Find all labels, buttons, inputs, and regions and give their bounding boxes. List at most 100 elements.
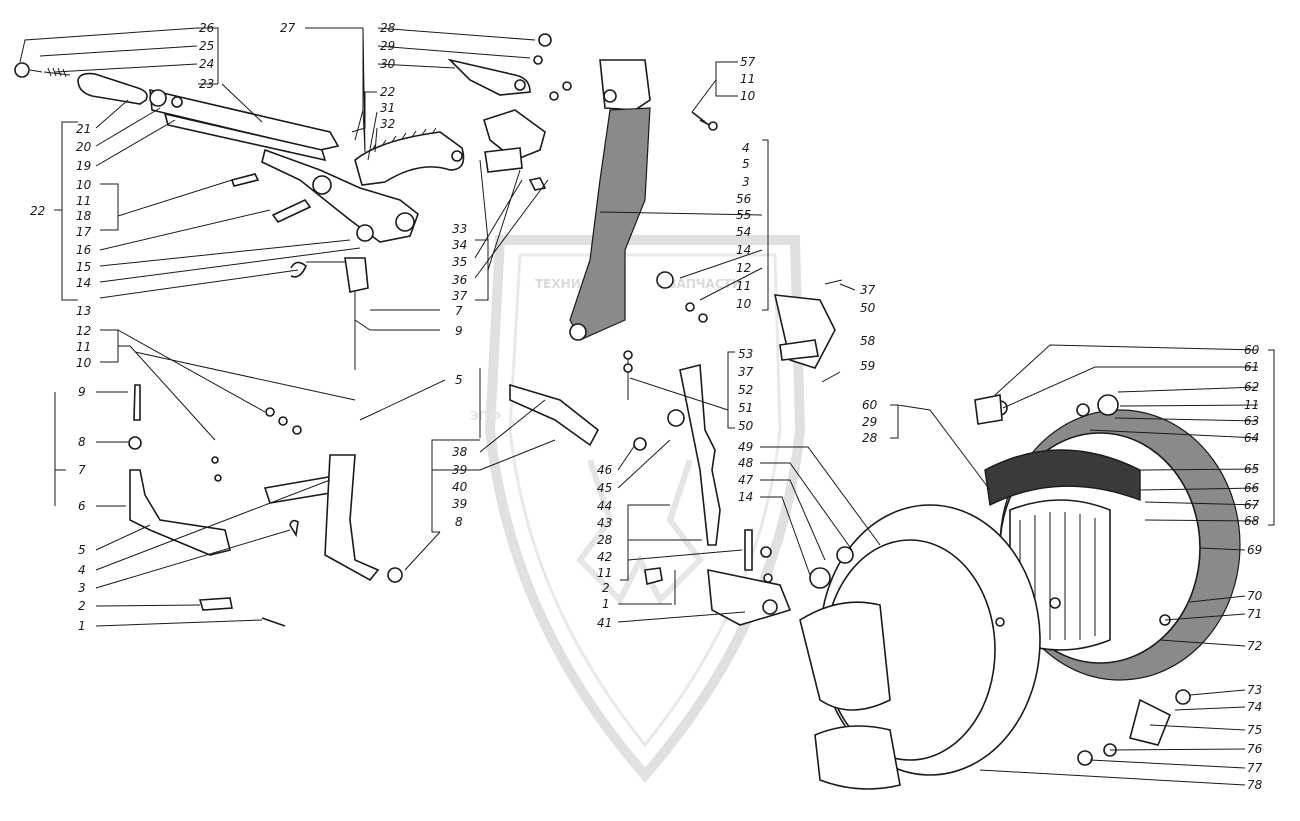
lever-linkage	[128, 383, 600, 627]
callout-59: 59	[860, 359, 875, 373]
callout-18: 18	[76, 209, 92, 223]
callout-39: 39	[452, 463, 467, 477]
callout-78: 78	[1247, 778, 1263, 792]
callout-11: 11	[597, 566, 612, 580]
callout-30: 30	[380, 57, 396, 71]
callout-15: 15	[76, 260, 91, 274]
callout-58: 58	[860, 334, 876, 348]
callout-labels: 26 25 24 23 27 28 29 30 22 31 32 21 20 1…	[30, 21, 1263, 792]
rod-bracket-assembly	[623, 350, 792, 626]
callout-10: 10	[76, 178, 92, 192]
callout-2: 2	[78, 599, 86, 613]
callout-1: 1	[602, 597, 610, 611]
callout-66: 66	[1244, 481, 1260, 495]
callout-73: 73	[1247, 683, 1262, 697]
callout-11: 11	[76, 194, 91, 208]
callout-14: 14	[738, 490, 753, 504]
callout-26: 26	[199, 21, 215, 35]
callout-60: 60	[862, 398, 878, 412]
callout-49: 49	[738, 440, 753, 454]
callout-9: 9	[455, 324, 463, 338]
callout-29: 29	[380, 39, 395, 53]
callout-64: 64	[1244, 431, 1259, 445]
callout-61: 61	[1244, 360, 1259, 374]
callout-56: 56	[736, 192, 752, 206]
callout-62: 62	[1244, 380, 1259, 394]
callout-46: 46	[597, 463, 613, 477]
callout-50: 50	[738, 419, 754, 433]
callout-76: 76	[1247, 742, 1263, 756]
callout-37: 37	[738, 365, 754, 379]
callout-77: 77	[1247, 761, 1263, 775]
callout-21: 21	[76, 122, 91, 136]
callout-3: 3	[78, 581, 86, 595]
callout-29: 29	[862, 415, 877, 429]
hand-brake-lever-assembly	[14, 33, 572, 370]
callout-44: 44	[597, 499, 612, 513]
callout-43: 43	[597, 516, 612, 530]
callout-71: 71	[1247, 607, 1262, 621]
callout-9: 9	[78, 385, 86, 399]
callout-67: 67	[1244, 498, 1260, 512]
callout-5: 5	[455, 373, 463, 387]
callout-65: 65	[1244, 462, 1259, 476]
callout-14: 14	[736, 243, 751, 257]
callout-45: 45	[597, 481, 612, 495]
callout-7: 7	[455, 304, 463, 318]
callout-19: 19	[76, 159, 91, 173]
callout-5: 5	[742, 157, 750, 171]
callout-72: 72	[1247, 639, 1262, 653]
callout-32: 32	[380, 117, 395, 131]
callout-36: 36	[452, 273, 468, 287]
callout-38: 38	[452, 445, 468, 459]
callout-25: 25	[199, 39, 214, 53]
callout-10: 10	[736, 297, 752, 311]
callout-57: 57	[740, 55, 756, 69]
callout-8: 8	[455, 515, 463, 529]
callout-40: 40	[452, 480, 468, 494]
callout-33: 33	[452, 222, 467, 236]
callout-52: 52	[738, 383, 753, 397]
watermark: ТЕХНИКА ЗАПЧАСТИ ЭПФ	[470, 235, 806, 783]
callout-31: 31	[380, 101, 395, 115]
callout-12: 12	[736, 261, 751, 275]
callout-11: 11	[740, 72, 755, 86]
callout-70: 70	[1247, 589, 1263, 603]
callout-10: 10	[76, 356, 92, 370]
callout-17: 17	[76, 225, 92, 239]
callout-13: 13	[76, 304, 91, 318]
callout-53: 53	[738, 347, 753, 361]
leader-lines	[19, 27, 1275, 786]
callout-10: 10	[740, 89, 756, 103]
callout-22: 22	[380, 85, 395, 99]
callout-11: 11	[76, 340, 91, 354]
callout-1: 1	[78, 619, 86, 633]
callout-14: 14	[76, 276, 91, 290]
callout-48: 48	[738, 456, 754, 470]
callout-27: 27	[280, 21, 296, 35]
callout-8: 8	[78, 435, 86, 449]
callout-69: 69	[1247, 543, 1262, 557]
callout-41: 41	[597, 616, 612, 630]
callout-34: 34	[452, 238, 467, 252]
callout-50: 50	[860, 301, 876, 315]
callout-47: 47	[738, 473, 754, 487]
callout-6: 6	[78, 499, 86, 513]
callout-54: 54	[736, 225, 751, 239]
callout-23: 23	[199, 77, 214, 91]
callout-24: 24	[199, 57, 214, 71]
callout-63: 63	[1244, 414, 1259, 428]
callout-75: 75	[1247, 723, 1262, 737]
callout-12: 12	[76, 324, 91, 338]
callout-3: 3	[742, 175, 750, 189]
callout-11: 11	[736, 279, 751, 293]
callout-5: 5	[78, 543, 86, 557]
callout-42: 42	[597, 550, 612, 564]
callout-28: 28	[862, 431, 878, 445]
callout-35: 35	[452, 255, 467, 269]
callout-68: 68	[1244, 514, 1260, 528]
callout-2: 2	[602, 581, 610, 595]
callout-74: 74	[1247, 700, 1262, 714]
